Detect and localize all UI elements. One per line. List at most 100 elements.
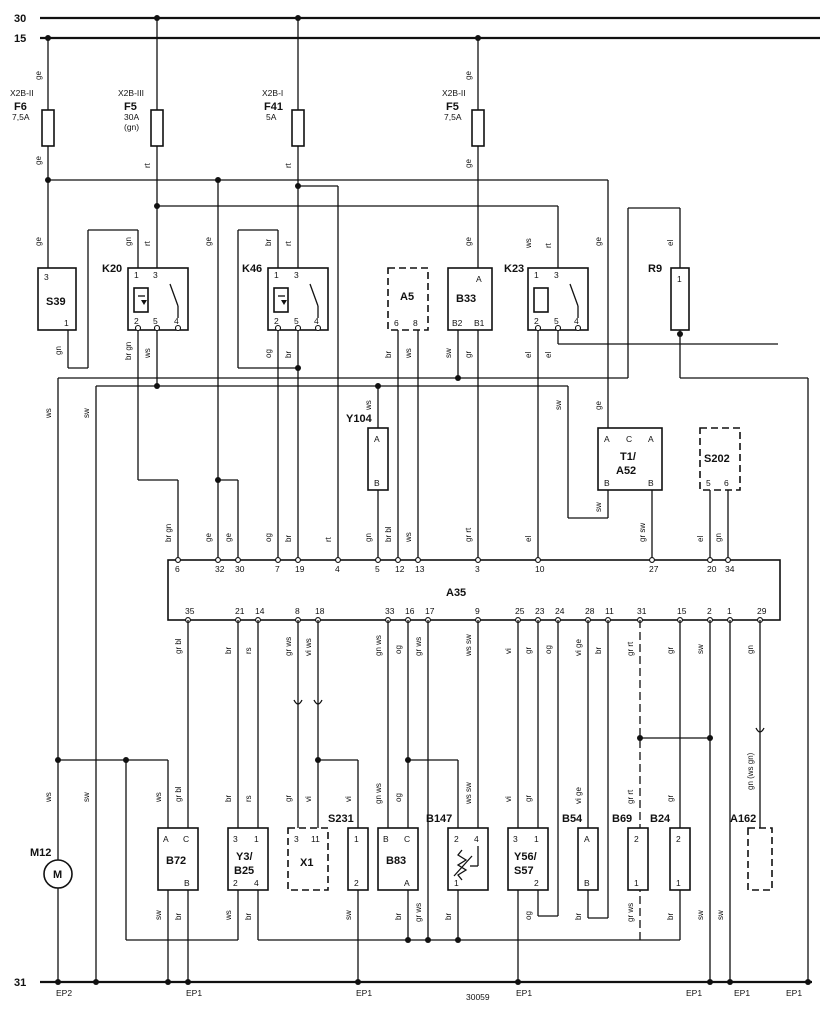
svg-text:ge: ge [594,237,603,246]
b54-label: B54 [562,813,583,825]
svg-text:ge: ge [34,237,43,246]
a35-pin-label: 18 [315,606,325,616]
component-b83: B C B83 A [377,827,419,891]
svg-text:gr: gr [524,647,533,654]
b83-label: B83 [386,855,406,867]
svg-text:sw: sw [82,408,91,418]
y56-s57-label-2: S57 [514,865,534,877]
svg-text:3: 3 [513,834,518,844]
svg-text:rs: rs [244,795,253,802]
svg-text:1: 1 [534,834,539,844]
svg-text:sw: sw [82,792,91,802]
svg-text:sw: sw [154,910,163,920]
a35-pin-label: 32 [215,564,225,574]
a35-pin-label: 13 [415,564,425,574]
component-y3-b25: 3 1 Y3/ B25 2 4 [227,827,269,891]
a35-pin-label: 34 [725,564,735,574]
svg-text:br: br [594,647,603,654]
ground-ep1-1: EP1 [186,988,202,998]
fuse-f5a-conn: X2B-III [118,88,144,98]
svg-text:gr rt: gr rt [626,641,635,656]
svg-text:br: br [666,913,675,920]
a35-pin-connector [275,557,281,563]
fuse-f5a-extra: (gn) [124,122,139,132]
svg-text:A: A [604,434,610,444]
svg-text:ws: ws [224,910,233,921]
svg-text:B: B [584,878,590,888]
a5-label: A5 [400,291,414,303]
y56-s57-label-1: Y56/ [514,851,537,863]
svg-text:gr ws: gr ws [414,637,423,656]
svg-text:vi: vi [504,796,513,802]
svg-text:br bl: br bl [384,526,393,542]
ground-ep1-3: EP1 [516,988,532,998]
svg-text:B: B [604,478,610,488]
svg-text:sw: sw [444,348,453,358]
a35-pin-connector [415,557,421,563]
a35-pin-label: 35 [185,606,195,616]
svg-text:br gn: br gn [124,342,133,360]
svg-text:1: 1 [254,834,259,844]
x1-label: X1 [300,857,313,869]
svg-text:sw: sw [696,644,705,654]
b33-label: B33 [456,293,476,305]
a35-pin-label: 15 [677,606,687,616]
svg-text:sw: sw [696,910,705,920]
svg-text:1: 1 [534,270,539,280]
k20-label: K20 [102,263,122,275]
middle-wiring [55,330,809,985]
component-b33: B33 A B2 B1 [447,267,493,331]
svg-text:rt: rt [143,162,152,168]
svg-text:B2: B2 [452,318,463,328]
y104-label: Y104 [346,413,373,425]
component-b54: A B B54 [562,813,599,891]
svg-text:br gn: br gn [164,524,173,542]
a35-pin-label: 3 [475,564,480,574]
svg-text:A: A [404,878,410,888]
fuse-f5b-rating: 7,5A [444,112,462,122]
wire-color-labels: ge ge ge rt gn rt ge rt br rt ge ge ge w… [34,71,755,922]
svg-text:ws: ws [154,792,163,803]
a35-pin-label: 11 [605,606,614,616]
svg-text:el: el [524,536,533,542]
svg-text:gr ws: gr ws [284,637,293,656]
a35-pin-label: 23 [535,606,545,616]
a162-label: A162 [730,813,756,825]
svg-text:vi: vi [504,648,513,654]
svg-text:ge: ge [464,159,473,168]
a35-pin-label: 16 [405,606,415,616]
svg-text:C: C [183,834,189,844]
svg-text:4: 4 [174,316,179,326]
svg-text:og: og [264,349,273,358]
relay-k23: 1 3 2 5 4 K23 [504,263,589,332]
svg-text:gn: gn [714,533,723,542]
fuse-f6: X2B-II F6 7,5A [10,35,55,180]
svg-text:ge: ge [34,71,43,80]
a35-pin-label: 1 [727,606,732,616]
a35-pin-label: 5 [375,564,380,574]
svg-text:el: el [544,352,553,358]
s202-label: S202 [704,453,730,465]
svg-text:A: A [584,834,590,844]
svg-text:1: 1 [634,878,639,888]
svg-text:sw: sw [594,502,603,512]
svg-text:A: A [163,834,169,844]
a35-pin-connector [395,557,401,563]
a35-pin-connector [535,557,541,563]
svg-text:4: 4 [574,316,579,326]
a35-pin-connector [295,557,301,563]
component-y104: A B Y104 [346,413,389,491]
svg-text:4: 4 [314,316,319,326]
svg-text:gr bl: gr bl [174,638,183,654]
component-s231: 1 2 S231 [328,813,369,891]
svg-text:5: 5 [554,316,559,326]
a35-pin-label: 7 [275,564,280,574]
svg-text:br: br [284,535,293,542]
svg-text:ws: ws [524,238,533,249]
component-t1-a52: A C A T1/ A52 B B [597,427,663,491]
a35-pin-label: 30 [235,564,245,574]
svg-text:sw: sw [554,400,563,410]
svg-text:2: 2 [634,834,639,844]
